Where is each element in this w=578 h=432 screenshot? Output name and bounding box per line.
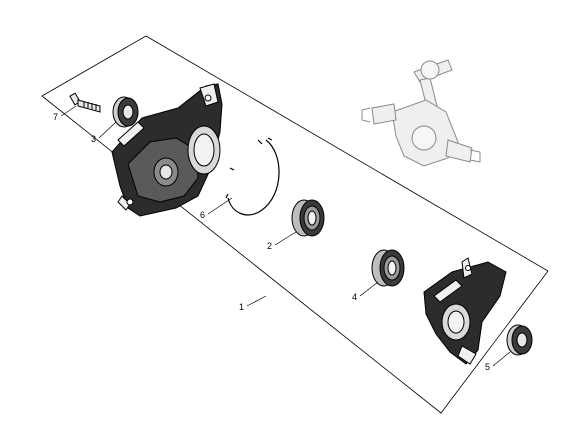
callout-3: 3: [91, 134, 96, 144]
leader-line-4: [359, 281, 379, 297]
crankcase-half-right: [423, 257, 507, 365]
bolt-part: [69, 92, 101, 113]
ball-bearing-left: [291, 199, 325, 237]
assembly-boundary: [41, 35, 549, 414]
seal-ring-lower: [506, 324, 533, 356]
ball-bearing-right: [371, 249, 405, 287]
leader-line-5: [492, 351, 511, 367]
callout-6: 6: [200, 210, 205, 220]
leader-line-6: [207, 197, 233, 215]
leader-line-3: [98, 121, 117, 139]
crankshaft-reference: [361, 59, 481, 167]
callout-4: 4: [352, 292, 357, 302]
leader-line-1: [246, 295, 267, 307]
callout-5: 5: [485, 362, 490, 372]
leader-line-7: [60, 105, 77, 117]
callout-1: 1: [239, 302, 244, 312]
seal-ring-upper: [112, 96, 139, 128]
crankcase-half-left: [111, 83, 223, 217]
leader-line-2: [274, 231, 297, 246]
callout-7: 7: [53, 112, 58, 122]
circlip-part: [225, 137, 280, 216]
callout-2: 2: [267, 241, 272, 251]
